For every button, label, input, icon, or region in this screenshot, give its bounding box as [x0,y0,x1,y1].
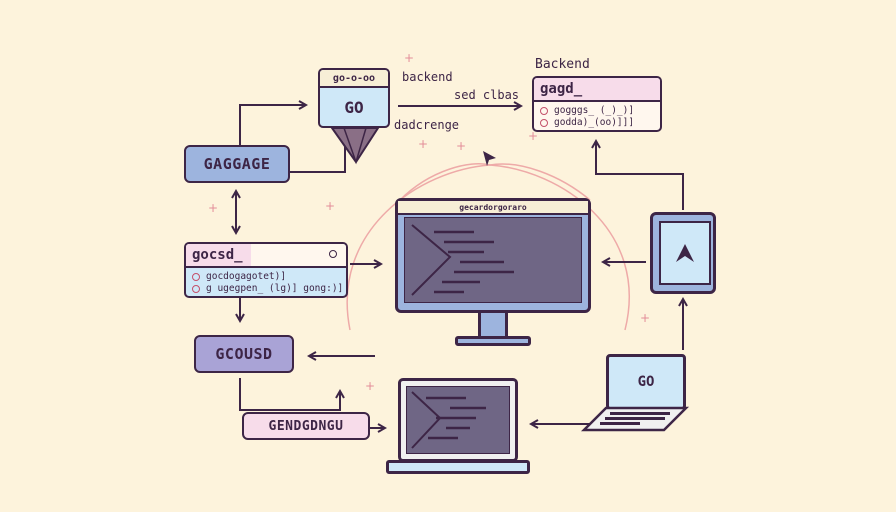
laptop-bottom-base [386,460,530,474]
laptop-bottom-screen [406,386,510,454]
laptop-right: GO [606,354,686,410]
label-sed-clbas: sed clbas [454,88,520,102]
funnel-icon [330,127,380,165]
arrows [236,105,683,428]
laptop-right-label: GO [637,374,655,390]
decorative-arcs [346,163,631,331]
monitor-titlebar: gecardorgoraro [398,201,588,215]
gocsd-panel: gocsd_ gocdogagotet)] g ugegpen_ (lg)] g… [184,242,348,298]
monitor: gecardorgoraro [395,198,591,313]
backend-code-line-2: godda)_(oo)]]] [534,117,660,129]
label-backend-small: backend [402,70,453,84]
svg-text:+: + [208,201,218,215]
svg-text:+: + [528,129,538,143]
bullet-icon [540,118,548,127]
laptop-bottom [398,378,518,462]
sparkles: + + + + + + + + [208,51,650,393]
svg-text:+: + [456,139,466,153]
go-window-title: go-o-oo [332,72,376,84]
gaggage-box[interactable]: GAGGAGE [184,145,290,183]
label-backend-large: Backend [535,57,590,72]
backend-code-line-1: gogggs_ (_)_)] [534,102,660,117]
gendgdngu-box[interactable]: GENDGDNGU [242,412,370,440]
svg-text:+: + [325,199,335,213]
laptop-right-keyboard [580,406,690,432]
svg-text:+: + [418,137,428,151]
gocsd-code-line-1: gocdogagotet)] [186,268,346,283]
monitor-title: gecardorgoraro [459,202,527,212]
bullet-icon [192,272,200,281]
bullet-icon [192,284,200,293]
backend-panel: gagd_ gogggs_ (_)_)] godda)_(oo)]]] [532,76,662,132]
bullet-icon [540,106,548,115]
gcousd-box[interactable]: GCOUSD [194,335,294,373]
go-window: go-o-oo GO [318,68,390,128]
svg-text:+: + [404,51,414,65]
gocsd-panel-titlebar: gocsd_ [186,244,346,268]
tablet-screen [659,221,711,285]
monitor-stand [478,313,508,339]
backend-panel-title: gagd_ [534,78,660,102]
svg-text:+: + [640,311,650,325]
label-dadcrenge: dadcrenge [394,118,460,132]
go-window-titlebar: go-o-oo [320,70,388,88]
monitor-base [455,336,531,346]
gocsd-panel-title: gocsd_ [186,244,251,266]
gocsd-code-line-2: g ugegpen_ (lg)] gong:)] [186,283,346,295]
go-window-label: GO [344,98,364,117]
tablet [650,212,716,294]
svg-text:+: + [365,379,375,393]
monitor-screen [404,217,582,303]
status-dot-icon [329,250,337,258]
cursor-icon [483,151,496,166]
navigation-arrow-icon [676,244,694,262]
